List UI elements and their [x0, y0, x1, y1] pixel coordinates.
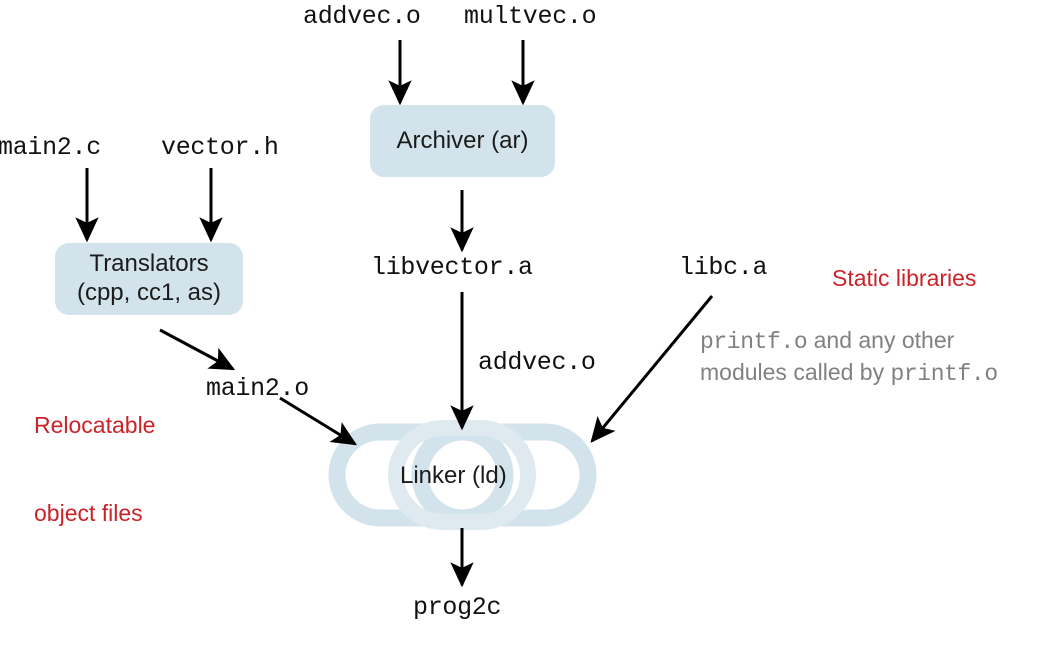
annotation-relocatable-line2: object files	[34, 500, 143, 527]
annotation-printf-line2: modules called by printf.o	[700, 358, 998, 390]
node-linker[interactable]: Linker (ld)	[400, 462, 507, 490]
node-translators[interactable]: Translators (cpp, cc1, as)	[55, 243, 243, 315]
annotation-printf-line1: printf.o and any other	[700, 326, 998, 358]
annotation-static-libraries: Static libraries	[832, 265, 977, 291]
arrow-libc-to-linker	[590, 295, 714, 443]
node-translators-line2: (cpp, cc1, as)	[76, 279, 222, 306]
annotation-relocatable-object-files: Relocatable object files	[34, 352, 155, 588]
label-multvec-o: multvec.o	[464, 2, 597, 31]
annotation-printf-modules: printf.o and any other modules called by…	[700, 326, 998, 390]
label-addvec-member: addvec.o	[478, 348, 596, 377]
arrow-main2o-to-linker	[279, 396, 358, 446]
annotation-printf-line1-mono: printf.o	[700, 329, 808, 355]
annotation-relocatable-line1: Relocatable	[34, 411, 156, 438]
node-translators-line1: Translators	[89, 250, 209, 278]
label-libc-a: libc.a	[679, 253, 768, 282]
annotation-printf-line1-text: and any other	[807, 327, 955, 353]
label-main2-c: main2.c	[0, 133, 101, 162]
label-vector-h: vector.h	[161, 133, 279, 162]
annotation-printf-line2-text: modules called by	[700, 358, 891, 385]
label-libvector-a: libvector.a	[371, 253, 533, 282]
label-addvec-o: addvec.o	[303, 2, 421, 31]
annotation-fully-linked: Fully linked executable object file	[549, 582, 764, 645]
label-prog2c: prog2c	[413, 593, 502, 622]
node-archiver[interactable]: Archiver (ar)	[370, 105, 555, 177]
annotation-fully-linked-line1: Fully linked	[549, 641, 764, 645]
node-linker-label: Linker (ld)	[400, 462, 507, 489]
label-main2-o: main2.o	[206, 374, 309, 403]
annotation-printf-line2-mono: printf.o	[890, 360, 999, 387]
arrow-translators-to-main2o	[159, 328, 236, 371]
node-archiver-label: Archiver (ar)	[396, 126, 529, 154]
